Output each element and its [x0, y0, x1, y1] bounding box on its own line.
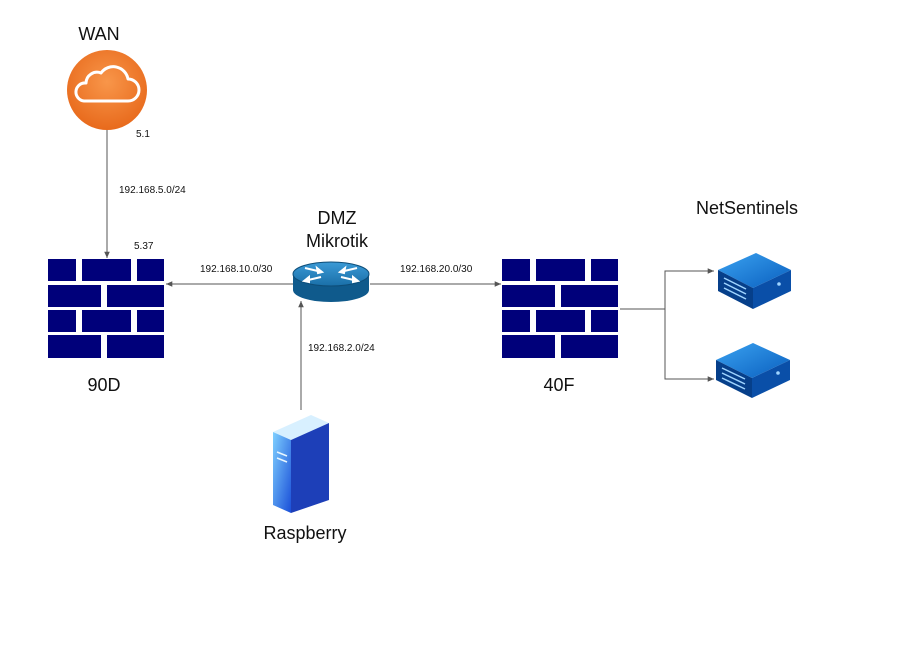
40f-to-netsentinels-link-1 [620, 268, 714, 310]
subnet-90d-dmz-label: 192.168.10.0/30 [200, 264, 273, 275]
40f-to-netsentinels-link-2 [620, 308, 714, 382]
firewall-40f-icon[interactable] [502, 259, 618, 358]
router-icon[interactable] [292, 261, 370, 302]
raspberry-tower-icon[interactable] [273, 415, 329, 513]
mikrotik-label: Mikrotik [306, 231, 369, 251]
wan-cloud-icon[interactable] [67, 50, 147, 130]
wan-subnet-label: 192.168.5.0/24 [119, 185, 186, 196]
dmz-label: DMZ [318, 208, 357, 228]
connections [104, 130, 714, 410]
fw90d-side-ip-label: 5.37 [134, 241, 154, 252]
wan-side-ip-label: 5.1 [136, 129, 150, 140]
firewall-90d-icon[interactable] [48, 259, 164, 358]
raspberry-label: Raspberry [263, 523, 346, 543]
fw-90d-label: 90D [87, 375, 120, 395]
subnet-dmz-40f-label: 192.168.20.0/30 [400, 264, 473, 275]
netsentinels-label: NetSentinels [696, 198, 798, 218]
fw-40f-label: 40F [543, 375, 574, 395]
netsentinels-server-2-icon[interactable] [716, 343, 790, 398]
wan-label: WAN [78, 24, 119, 44]
subnet-dmz-raspberry-label: 192.168.2.0/24 [308, 343, 375, 354]
netsentinels-server-1-icon[interactable] [718, 253, 791, 309]
